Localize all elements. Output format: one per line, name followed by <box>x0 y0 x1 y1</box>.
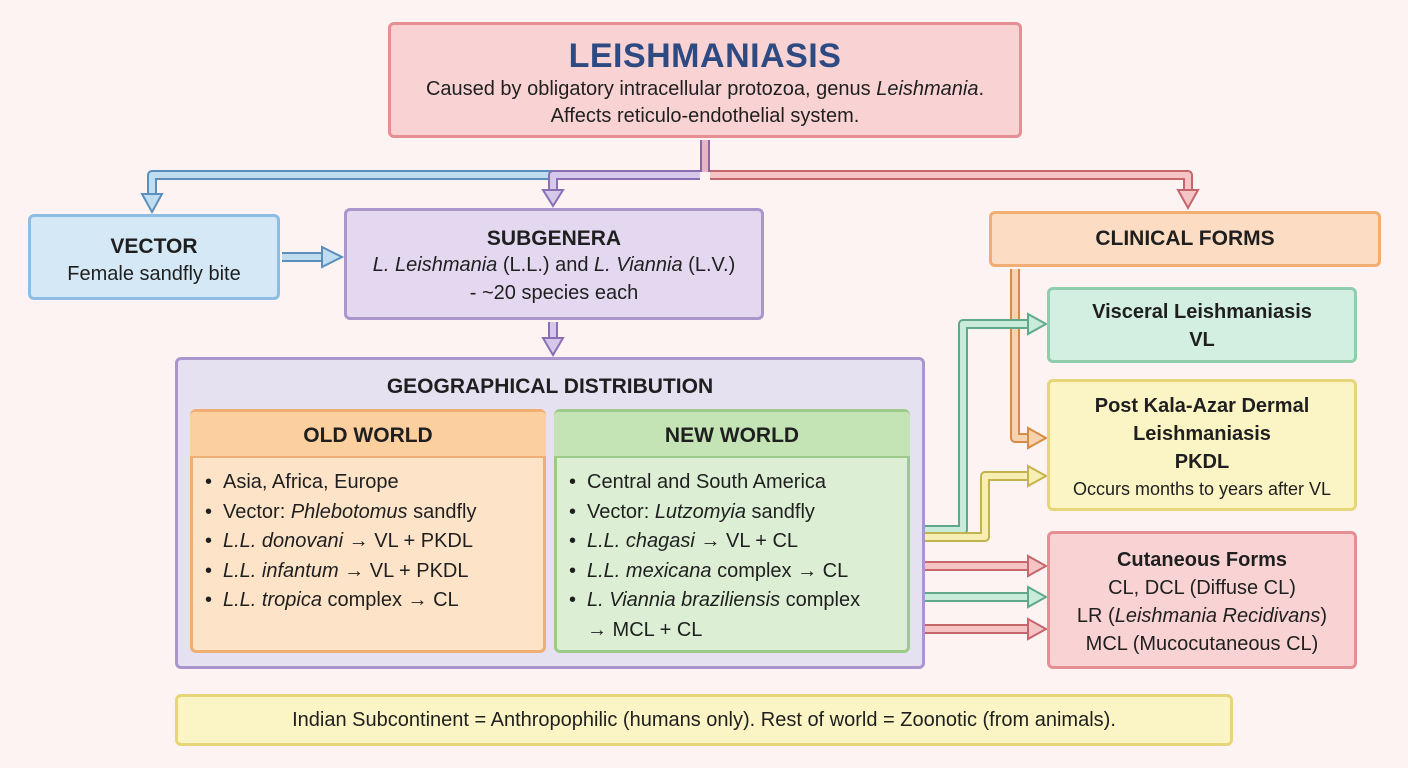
list-item: •L.L. infantum → VL + PKDL <box>205 559 469 582</box>
vector-box: VECTOR Female sandfly bite <box>28 214 280 300</box>
list-item-continuation: → MCL + CL <box>587 618 703 641</box>
cutaneous-forms-box: Cutaneous Forms CL, DCL (Diffuse CL) LR … <box>1047 531 1357 669</box>
arrow-clinical-to-pkdl <box>1010 269 1049 450</box>
subgenera-line1: L. Leishmania (L.L.) and L. Viannia (L.V… <box>372 254 736 276</box>
old-world-panel: OLD WORLD •Asia, Africa, Europe •Vector:… <box>190 409 546 653</box>
cutaneous-line2: LR (Leishmania Recidivans) <box>1076 605 1328 627</box>
list-item: •L.L. tropica complex → CL <box>205 589 459 611</box>
arrow-chagasi-to-pkdl <box>896 464 1049 542</box>
arrow-chagasi-to-vl <box>896 312 1049 535</box>
footer-note-box: Indian Subcontinent = Anthropophilic (hu… <box>175 694 1233 746</box>
visceral-leishmaniasis-box: Visceral Leishmaniasis VL <box>1047 287 1357 363</box>
list-item: •Vector: Lutzomyia sandfly <box>569 500 815 523</box>
list-item: •Central and South America <box>569 471 827 493</box>
arrow-to-clinical-forms <box>710 170 1200 211</box>
arrow-to-vector <box>140 170 700 215</box>
vl-line1: Visceral Leishmaniasis <box>1092 301 1312 323</box>
pkdl-line1: Post Kala-Azar Dermal <box>1094 395 1310 417</box>
subgenera-box: SUBGENERA L. Leishmania (L.L.) and L. Vi… <box>344 208 764 320</box>
old-world-list: •Asia, Africa, Europe •Vector: Phlebotom… <box>193 468 543 616</box>
pkdl-box: Post Kala-Azar Dermal Leishmaniasis PKDL… <box>1047 379 1357 511</box>
pkdl-line3: PKDL <box>1174 451 1230 473</box>
subgenera-heading: SUBGENERA <box>486 227 622 250</box>
arrow-to-subgenera <box>541 170 700 208</box>
clinical-forms-box: CLINICAL FORMS <box>989 211 1381 267</box>
new-world-panel: NEW WORLD •Central and South America •Ve… <box>554 409 910 653</box>
arrow-subgenera-to-geo <box>541 322 565 357</box>
vector-heading: VECTOR <box>110 235 198 258</box>
list-item: •L.L. donovani → VL + PKDL <box>205 530 473 552</box>
vl-line2: VL <box>1189 329 1215 351</box>
title-box: LEISHMANIASIS Caused by obligatory intra… <box>388 22 1022 138</box>
cutaneous-line1: CL, DCL (Diffuse CL) <box>1108 577 1296 599</box>
title-description-line1: Caused by obligatory intracellular proto… <box>425 78 985 100</box>
geo-heading: GEOGRAPHICAL DISTRIBUTION <box>386 375 714 398</box>
list-item: •L.L. mexicana complex → CL <box>569 559 849 582</box>
clinical-forms-heading: CLINICAL FORMS <box>1095 227 1275 250</box>
vector-text: Female sandfly bite <box>67 263 241 285</box>
arrow-vector-to-subgenera <box>282 245 345 269</box>
old-world-heading: OLD WORLD <box>190 412 546 458</box>
new-world-list: •Central and South America •Vector: Lutz… <box>557 468 907 645</box>
cutaneous-line3: MCL (Mucocutaneous CL) <box>1085 633 1319 655</box>
list-item: •L.L. chagasi → VL + CL <box>569 530 799 552</box>
pkdl-line2: Leishmaniasis <box>1133 423 1271 445</box>
page-title: LEISHMANIASIS <box>568 37 842 75</box>
list-item: •Vector: Phlebotomus sandfly <box>205 500 477 523</box>
pkdl-note: Occurs months to years after VL <box>1072 479 1332 499</box>
new-world-heading: NEW WORLD <box>554 412 910 458</box>
subgenera-line2: - ~20 species each <box>469 282 639 304</box>
cutaneous-heading: Cutaneous Forms <box>1116 549 1288 571</box>
footer-note: Indian Subcontinent = Anthropophilic (hu… <box>292 709 1116 731</box>
list-item: •L. Viannia braziliensis complex <box>569 589 861 611</box>
title-description-line2: Affects reticulo-endothelial system. <box>550 105 860 127</box>
list-item: •Asia, Africa, Europe <box>205 471 399 493</box>
